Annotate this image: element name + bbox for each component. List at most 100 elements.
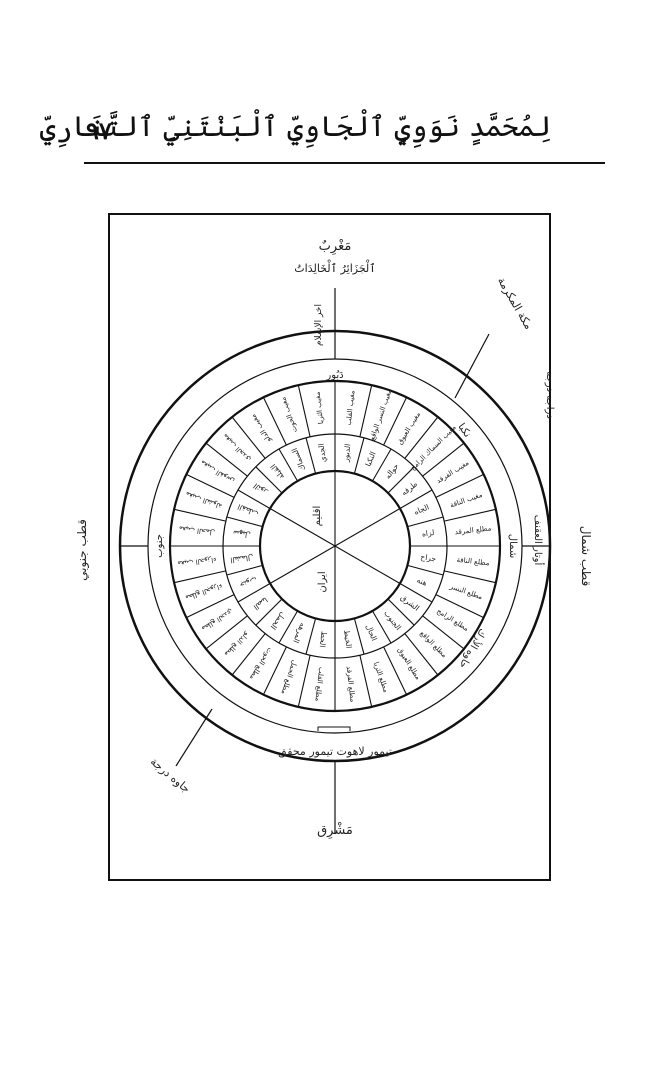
- inner-wedge-divider: [305, 618, 317, 655]
- outer-wedge-label: مغيب السماك الرامح: [409, 423, 458, 472]
- inner-wedge-divider: [255, 466, 283, 494]
- outer-wedge-divider: [186, 594, 235, 619]
- outer-wedge-divider: [359, 655, 373, 708]
- right-ring-outer: أوتار العقنف: [532, 515, 545, 566]
- outer-wedge-divider: [297, 384, 311, 437]
- outer-wedge-divider: [435, 594, 484, 619]
- inner-wedge-label: الخيط: [342, 629, 353, 649]
- inner-wedge-label: طرقه: [400, 479, 420, 497]
- outer-wedge-divider: [422, 615, 465, 650]
- inner-wedge-label: الدبور: [341, 443, 352, 463]
- right-label: قطب شمال: [579, 526, 593, 587]
- inner-wedge-label: القبلة: [269, 462, 286, 481]
- inner-wedge-label: جنوب: [238, 575, 258, 590]
- outer-wedge-label: مطلع الثريا: [372, 661, 390, 694]
- outer-wedge-divider: [444, 508, 497, 522]
- outer-wedge-label: مطلع الرامح: [435, 607, 470, 633]
- inner-wedge-label: الجنوب: [382, 609, 403, 632]
- qibla-line-upper: [454, 333, 490, 399]
- outer-wedge-divider: [173, 508, 226, 522]
- center-divider: [269, 545, 336, 584]
- outer-wedge-divider: [422, 442, 465, 477]
- outer-wedge-label: مغيب الشولة: [184, 490, 223, 510]
- inner-wedge-label: الجدي: [317, 443, 328, 463]
- outer-wedge-label: مطلع الواقع: [418, 629, 448, 659]
- running-head: لِمُحَمَّدٍ نَوَوِيٍّ ٱلْجَاوِيِّ ٱلْبَن…: [39, 110, 551, 143]
- outer-wedge-label: مغيب الناقة: [449, 491, 484, 510]
- inner-wedge-divider: [353, 618, 365, 655]
- outer-wedge-label: مغيب القلب: [345, 390, 357, 426]
- inner-wedge-divider: [305, 437, 317, 474]
- outer-wedge-label: مطلع النسر: [448, 582, 484, 601]
- inner-wedge-divider: [255, 598, 283, 626]
- outer-wedge-divider: [262, 646, 287, 695]
- inner-wedge-label: سهيل: [232, 529, 251, 540]
- inner-wedge-label: لزاه: [421, 528, 435, 539]
- outer-wedge-divider: [404, 416, 439, 459]
- outer-wedge-divider: [359, 384, 373, 437]
- center-dividers: [269, 471, 401, 621]
- upper-ring-label: دَبُور: [325, 370, 343, 381]
- outer-wedge-label: مطلع المرقد: [454, 524, 492, 536]
- inner-wedge-label: السماك: [290, 447, 307, 473]
- outer-wedge-divider: [231, 633, 266, 676]
- inner-wedge-divider: [372, 448, 392, 482]
- outer-wedge-label: مطلع الحوت: [248, 646, 274, 681]
- outer-wedge-label: مطلع الدلو: [223, 630, 252, 659]
- wedge-dividers: [170, 381, 500, 711]
- outer-wedge-label: مطلع الفرقد: [345, 666, 357, 703]
- note-right-edge: دراجه درجه: [544, 371, 555, 419]
- outer-wedge-label: مغيب الدلو: [249, 412, 273, 444]
- inner-wedge-label: الشمال: [230, 553, 254, 565]
- inner-wedge-divider: [353, 437, 365, 474]
- outer-wedge-label: مطلع القلب: [313, 666, 325, 701]
- inner-wedge-divider: [237, 489, 271, 509]
- inner-wedge-divider: [278, 448, 298, 482]
- outer-wedge-divider: [444, 570, 497, 584]
- inner-wedge-divider: [278, 610, 298, 644]
- outer-wedge-divider: [186, 473, 235, 498]
- inner-wedge-divider: [237, 583, 271, 603]
- outer-wedge-divider: [383, 646, 408, 695]
- inner-wedge-label: القطب: [236, 502, 259, 519]
- center-divider: [334, 545, 401, 584]
- inner-wedge-label: جراح: [420, 552, 437, 563]
- left-label: قطب جنوبي: [75, 519, 90, 581]
- inner-wedge-divider: [399, 489, 433, 509]
- inner-wedge-divider: [387, 598, 415, 626]
- note-upper-right: مكة المكرمة: [495, 275, 535, 332]
- outer-wedge-label: مغيب الحوت: [279, 396, 299, 434]
- inner-wedge-divider: [407, 564, 444, 576]
- center-upper-label: اقليم: [312, 506, 323, 527]
- inner-wedge-label: هنه: [416, 575, 429, 587]
- qibla-line-lower: [175, 708, 213, 767]
- bracket-mark: [317, 726, 351, 731]
- inner-wedge-label: النكبا: [363, 450, 377, 468]
- outer-wedge-divider: [297, 655, 311, 708]
- inner-wedge-label: حواله: [383, 461, 401, 480]
- bottom-label: مَشْرِق: [317, 822, 353, 839]
- top-label: مَغْرِبٌ: [319, 238, 352, 255]
- outer-wedge-label: مطلع الحمل: [279, 659, 298, 696]
- top-sub-label: ٱلْجَزَائِرُ ٱلْخَالِدَاتُ: [294, 260, 375, 275]
- outer-wedge-label: مغيب الثريا: [314, 391, 326, 424]
- bottom-ring-label: تيمور لاهوت تيمور محقق: [278, 745, 392, 759]
- outer-wedge-divider: [205, 442, 248, 477]
- left-ring-label: جنوب: [154, 534, 165, 558]
- page-number: ٩٧: [86, 116, 112, 145]
- center-divider: [334, 508, 401, 547]
- header-rule: [84, 162, 605, 164]
- inner-wedge-label: الصبا: [252, 595, 270, 612]
- lower-right-ring: حاوه الأرك: [456, 626, 489, 671]
- inner-wedge-divider: [387, 466, 415, 494]
- outer-wedge-divider: [231, 416, 266, 459]
- outer-wedge-label: مغيب الجوزاء: [177, 555, 217, 567]
- outer-wedge-divider: [404, 633, 439, 676]
- inner-wedge-divider: [407, 516, 444, 528]
- note-lower-left: جاوه درجة: [148, 755, 193, 796]
- inner-wedge-label: الحمل: [269, 611, 288, 632]
- outer-wedge-label: مطلع الناقة: [456, 556, 490, 568]
- inner-wedge-divider: [226, 516, 263, 528]
- top-line-label: اخر الإسلام: [314, 304, 324, 346]
- outer-wedge-divider: [205, 615, 248, 650]
